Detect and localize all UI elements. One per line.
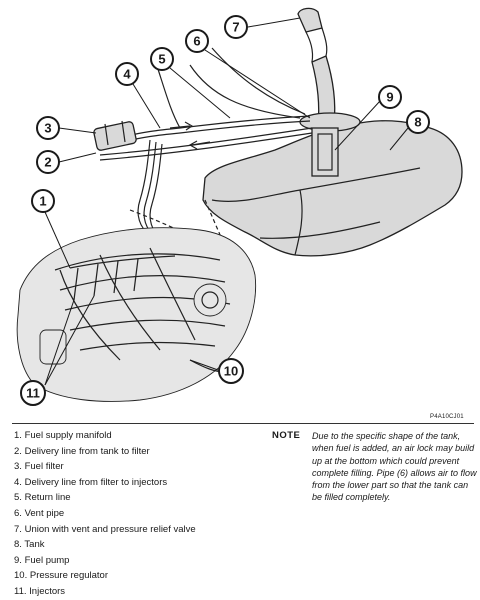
note-label: NOTE bbox=[272, 430, 301, 441]
callout-1: 1 bbox=[31, 189, 55, 213]
callout-9: 9 bbox=[378, 85, 402, 109]
callout-6-label: 6 bbox=[193, 34, 200, 49]
note-text: Due to the specific shape of the tank, w… bbox=[312, 431, 477, 503]
leader-lines bbox=[44, 17, 409, 386]
callout-6: 6 bbox=[185, 29, 209, 53]
callout-10-label: 10 bbox=[224, 364, 238, 379]
legend-item-number: 6. bbox=[14, 507, 22, 519]
legend-item: 8. Tank bbox=[14, 537, 274, 553]
legend-item-text: Delivery line from tank to filter bbox=[24, 445, 150, 457]
parts-legend: 1. Fuel supply manifold 2. Delivery line… bbox=[14, 428, 274, 600]
caption-divider bbox=[12, 423, 474, 424]
legend-item: 10. Pressure regulator bbox=[14, 568, 274, 584]
fuel-tank-drawing bbox=[202, 7, 463, 257]
legend-item-number: 2. bbox=[14, 445, 22, 457]
legend-item-text: Tank bbox=[24, 539, 45, 551]
legend-item-text: Vent pipe bbox=[24, 507, 65, 519]
callout-2: 2 bbox=[36, 150, 60, 174]
legend-item: 5. Return line bbox=[14, 490, 274, 506]
fuel-filter-drawing bbox=[93, 120, 137, 151]
legend-item-text: Injectors bbox=[29, 585, 66, 597]
figure-code: P4A10CJ01 bbox=[430, 414, 464, 420]
callout-1-label: 1 bbox=[39, 194, 46, 209]
callout-7: 7 bbox=[224, 15, 248, 39]
legend-item-number: 11. bbox=[14, 585, 27, 597]
callout-4-label: 4 bbox=[123, 67, 131, 82]
callout-7-label: 7 bbox=[232, 20, 239, 35]
legend-item-text: Fuel filter bbox=[24, 461, 64, 473]
legend-item: 6. Vent pipe bbox=[14, 506, 274, 522]
legend-item: 1. Fuel supply manifold bbox=[14, 428, 274, 444]
callout-8: 8 bbox=[406, 110, 430, 134]
legend-item: 4. Delivery line from filter to injector… bbox=[14, 475, 274, 491]
callout-9-label: 9 bbox=[386, 90, 393, 105]
legend-item: 7. Union with vent and pressure relief v… bbox=[14, 522, 274, 538]
legend-item-number: 4. bbox=[14, 476, 22, 488]
legend-item: 9. Fuel pump bbox=[14, 553, 274, 569]
legend-item: 2. Delivery line from tank to filter bbox=[14, 444, 274, 460]
legend-item-text: Union with vent and pressure relief valv… bbox=[24, 523, 196, 535]
legend-item-number: 5. bbox=[14, 492, 22, 504]
callout-3: 3 bbox=[36, 116, 60, 140]
legend-item-number: 10. bbox=[14, 570, 28, 582]
legend-item: 11. Injectors bbox=[14, 584, 274, 600]
legend-item: 3. Fuel filter bbox=[14, 459, 274, 475]
legend-item-text: Return line bbox=[24, 492, 71, 504]
legend-item-number: 3. bbox=[14, 461, 22, 473]
callout-11: 11 bbox=[20, 380, 46, 406]
legend-item-number: 8. bbox=[14, 539, 22, 551]
callout-8-label: 8 bbox=[414, 115, 421, 130]
legend-item-text: Pressure regulator bbox=[29, 570, 109, 582]
callout-5-label: 5 bbox=[158, 52, 165, 67]
callout-10: 10 bbox=[218, 358, 244, 384]
callout-4: 4 bbox=[115, 62, 139, 86]
callout-11-label: 11 bbox=[26, 386, 40, 401]
engine-drawing bbox=[16, 227, 257, 402]
legend-item-text: Fuel supply manifold bbox=[24, 430, 112, 441]
legend-item-text: Delivery line from filter to injectors bbox=[24, 476, 168, 488]
callout-5: 5 bbox=[150, 47, 174, 71]
callout-2-label: 2 bbox=[44, 155, 51, 170]
legend-item-text: Fuel pump bbox=[24, 554, 70, 566]
legend-item-number: 7. bbox=[14, 523, 22, 535]
legend-item-number: 9. bbox=[14, 554, 22, 566]
callout-3-label: 3 bbox=[44, 121, 51, 136]
fuel-system-diagram: 1 2 3 4 5 6 7 8 9 10 11 bbox=[16, 7, 463, 406]
legend-item-number: 1. bbox=[14, 430, 22, 441]
